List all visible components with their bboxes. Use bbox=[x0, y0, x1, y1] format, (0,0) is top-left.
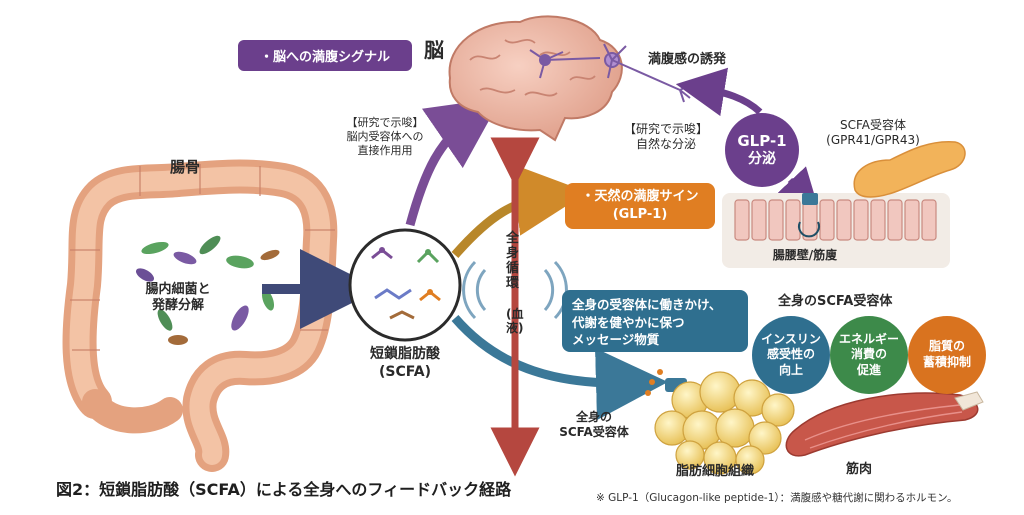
natural-satiety-badge: ・天然の満腹サイン (GLP-1) bbox=[565, 183, 715, 229]
satiety-induction-label: 満腹感の誘発 bbox=[648, 52, 727, 67]
lipid-line1: 脂質の bbox=[928, 339, 965, 354]
glp1-secretion-badge: GLP-1 分泌 bbox=[725, 113, 799, 187]
scfa-line1: 短鎖脂肪酸 bbox=[370, 346, 440, 362]
muscle-illustration bbox=[785, 391, 984, 457]
effect-energy-badge: エネルギー 消費の 促進 bbox=[830, 316, 908, 394]
body-scfa-receptor-label: 全身の SCFA受容体 bbox=[548, 410, 640, 440]
muscle-label: 筋肉 bbox=[846, 462, 873, 477]
energy-line3: 促進 bbox=[856, 362, 881, 377]
body-scfa-line2: SCFA受容体 bbox=[559, 425, 629, 439]
circulation-label-sub: (血液) bbox=[506, 307, 524, 335]
scfa-line2: (SCFA) bbox=[379, 363, 431, 380]
figure-caption: 図2：短鎖脂肪酸（SCFA）による全身へのフィードバック経路 bbox=[56, 480, 512, 499]
research-right-line1: 【研究で示唆】 bbox=[623, 122, 708, 136]
natural-satiety-line2: (GLP-1) bbox=[612, 207, 668, 222]
message-substance-badge: 全身の受容体に働きかけ、 代謝を健やかに保つ メッセージ物質 bbox=[562, 290, 748, 352]
research-left-line3: 直接作用用 bbox=[357, 143, 413, 157]
effect-insulin-badge: インスリン 感受性の 向上 bbox=[752, 316, 830, 394]
intestinal-wall-label: 腸腰壁/筋廋 bbox=[772, 248, 838, 262]
message-line1: 全身の受容体に働きかけ、 bbox=[572, 297, 722, 312]
brain-illustration bbox=[448, 15, 623, 142]
natural-satiety-line1: ・天然の満腹サイン bbox=[581, 189, 699, 205]
energy-line1: エネルギー bbox=[838, 331, 899, 346]
body-receptors-title: 全身のSCFA受容体 bbox=[778, 294, 893, 309]
scfa-receptor-line2: (GPR41/GPR43) bbox=[826, 133, 920, 147]
adipose-label: 脂肪細胞組織 bbox=[676, 464, 755, 479]
message-line2: 代謝を健やかに保つ bbox=[572, 314, 685, 330]
brain-label: 脳 bbox=[424, 38, 444, 62]
message-line3: メッセージ物質 bbox=[572, 332, 660, 347]
gut-bone-label: 腸骨 bbox=[170, 158, 201, 176]
glp1-label: GLP-1 bbox=[737, 131, 787, 150]
effect-lipid-badge: 脂質の 蓄積抑制 bbox=[908, 316, 986, 394]
energy-line2: 消費の bbox=[850, 347, 887, 362]
insulin-line2: 感受性の bbox=[766, 347, 815, 362]
brain-signal-badge: ・脳への満腹シグナル bbox=[238, 40, 412, 71]
intestine-illustration bbox=[62, 159, 338, 472]
secretion-label: 分泌 bbox=[748, 150, 776, 167]
bacteria-line2: 発酵分解 bbox=[151, 298, 204, 314]
lipid-line2: 蓄積抑制 bbox=[922, 355, 971, 369]
gut-bacteria bbox=[135, 235, 280, 345]
bacteria-line1: 腸内細菌と bbox=[145, 282, 211, 297]
scfa-label: 短鎖脂肪酸 (SCFA) bbox=[350, 346, 460, 381]
brain-signal-label: ・脳への満腹シグナル bbox=[259, 50, 390, 65]
arrow-glp1-to-satiety bbox=[675, 67, 763, 117]
circulation-label-main: 全身循環 bbox=[506, 231, 520, 291]
research-right-line2: 自然な分泌 bbox=[635, 137, 696, 151]
research-left-note: 【研究で示唆】 脳内受容体への 直接作用用 bbox=[330, 116, 440, 157]
insulin-line1: インスリン bbox=[761, 331, 821, 346]
research-left-line1: 【研究で示唆】 bbox=[346, 116, 424, 129]
pancreas-illustration bbox=[853, 141, 966, 198]
adipose-illustration bbox=[654, 371, 795, 475]
research-right-note: 【研究で示唆】 自然な分泌 bbox=[612, 122, 720, 152]
neuron-illustration bbox=[603, 43, 693, 103]
body-scfa-line1: 全身の bbox=[575, 410, 612, 424]
scfa-molecule-circle bbox=[348, 228, 462, 342]
insulin-line3: 向上 bbox=[778, 362, 803, 377]
scfa-receptor-note: SCFA受容体 (GPR41/GPR43) bbox=[808, 118, 938, 148]
arrow-scfa-to-satiety bbox=[451, 164, 588, 258]
intestinal-wall-illustration bbox=[722, 193, 950, 268]
scfa-receptor-line1: SCFA受容体 bbox=[839, 118, 906, 132]
arrow-scfa-to-brain bbox=[405, 97, 502, 227]
bacteria-note: 腸内細菌と 発酵分解 bbox=[118, 282, 238, 315]
footnote: ※ GLP-1（Glucagon-like peptide-1）：満腹感や糖代謝… bbox=[596, 492, 958, 504]
research-left-line2: 脳内受容体への bbox=[346, 129, 424, 143]
